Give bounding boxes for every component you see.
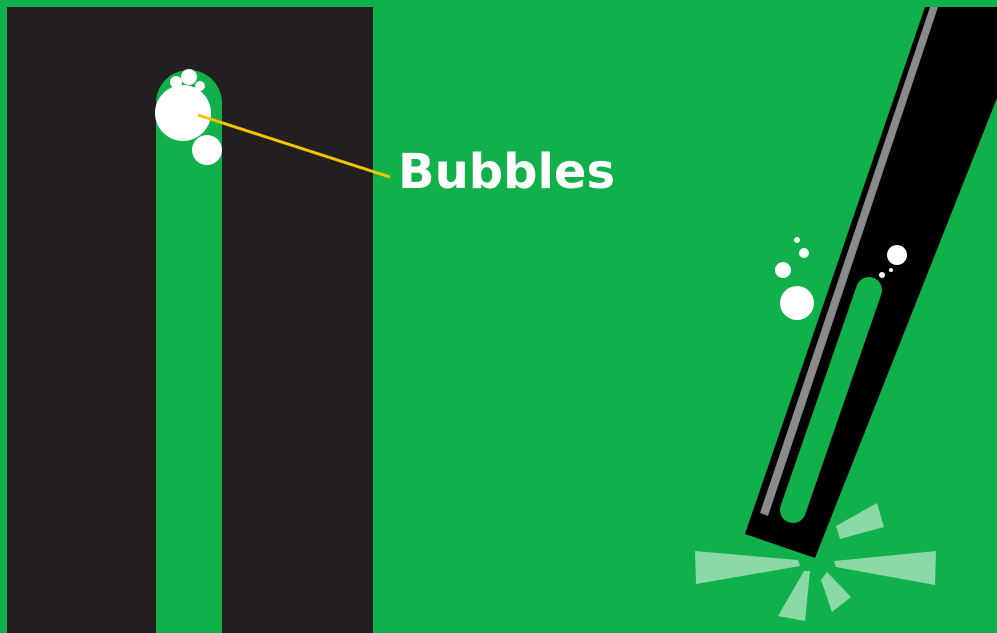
- splash-ray: [836, 503, 884, 539]
- splash-ray: [821, 572, 851, 612]
- bubble: [799, 248, 809, 258]
- bubble: [780, 286, 814, 320]
- bubble: [879, 272, 885, 278]
- bubble-small: [195, 81, 205, 91]
- splash-ray: [778, 571, 810, 621]
- bubbles-label: Bubbles: [398, 144, 615, 200]
- bubble: [887, 245, 907, 265]
- bubble-large: [155, 85, 211, 141]
- splash-ray: [834, 551, 936, 585]
- bubble-medium: [192, 135, 222, 165]
- bubble: [794, 237, 800, 243]
- tilted-probe: [745, 7, 997, 558]
- bubble-small: [181, 69, 197, 85]
- bubble-small: [170, 76, 182, 88]
- bubble: [775, 262, 791, 278]
- bubble: [889, 268, 893, 272]
- splash-ray: [695, 551, 800, 584]
